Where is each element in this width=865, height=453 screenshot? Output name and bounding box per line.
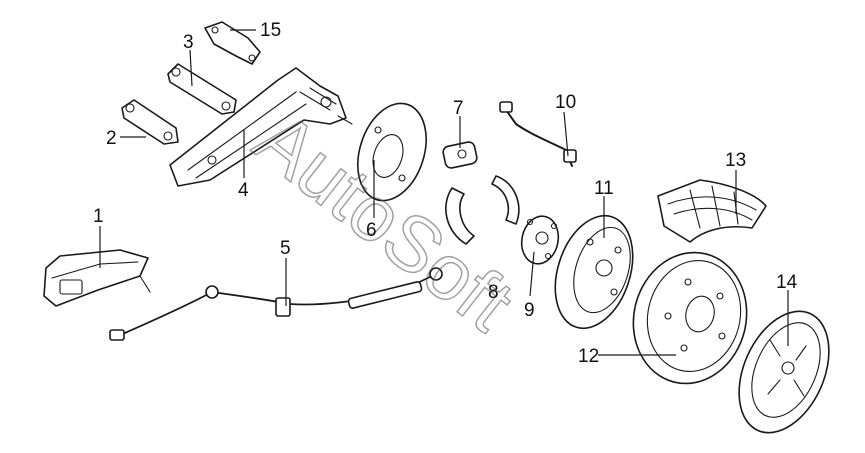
part-1-mount-bracket	[43, 249, 151, 307]
callout-2: 2	[106, 128, 117, 149]
callout-1: 1	[93, 206, 104, 227]
part-11-brake-drum	[554, 214, 634, 330]
part-13-tire-segment	[657, 179, 767, 243]
callout-5: 5	[280, 238, 291, 259]
callout-15: 15	[260, 20, 281, 41]
leader-lines	[99, 29, 789, 356]
part-7-wheel-cylinder	[442, 141, 478, 169]
callout-6: 6	[366, 220, 377, 241]
part-6-backing-plate	[357, 102, 427, 202]
callout-11: 11	[594, 178, 614, 199]
brake-shoes	[445, 175, 520, 245]
part-4-axle-beam	[169, 67, 353, 187]
callout-12: 12	[578, 346, 599, 367]
part-10-brake-line	[499, 101, 577, 167]
callout-3: 3	[183, 32, 194, 53]
callout-10: 10	[555, 92, 576, 113]
callout-8: 8	[488, 282, 499, 303]
callout-14: 14	[776, 272, 798, 293]
part-3-link-arm	[167, 63, 237, 115]
part-12-wheel-rim	[632, 251, 748, 385]
part-15-bracket	[204, 21, 261, 65]
callout-9: 9	[524, 300, 535, 321]
callout-7: 7	[453, 98, 464, 119]
part-14-hub-cap	[738, 310, 830, 434]
part-2-control-arm	[121, 99, 179, 145]
callout-labels: 15 3 2 4 1 5 6 7 8 9 10 11 12 13 14	[93, 20, 798, 367]
callout-13: 13	[725, 150, 746, 171]
part-9-hub	[520, 215, 560, 265]
callout-4: 4	[238, 180, 249, 201]
